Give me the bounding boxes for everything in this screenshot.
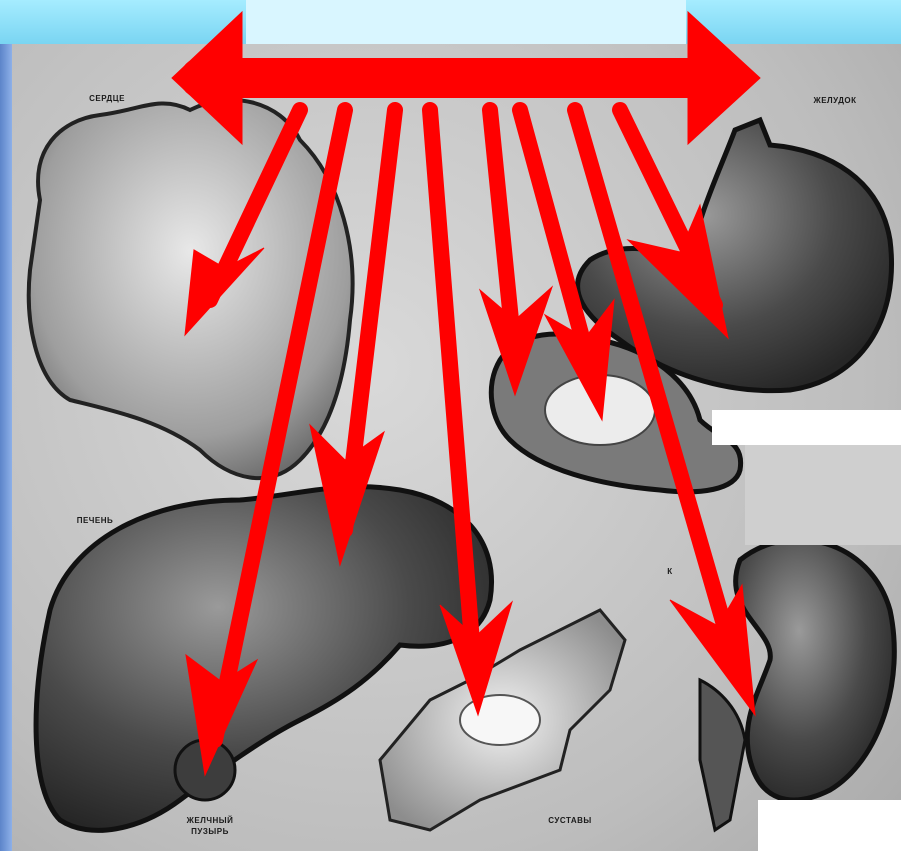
- label-gallbladder-line2: ПУЗЫРЬ: [170, 826, 250, 837]
- label-gallbladder-line1: ЖЕЛЧНЫЙ: [170, 815, 250, 826]
- label-joints: СУСТАВЫ: [520, 815, 620, 826]
- white-overlay-patch-2: [758, 800, 901, 851]
- white-overlay-patch-1: [712, 410, 901, 445]
- joint-cartilage: [460, 695, 540, 745]
- kidney-organ: [736, 540, 895, 800]
- label-liver: ПЕЧЕНЬ: [60, 515, 130, 526]
- label-gallbladder: ЖЕЛЧНЫЙ ПУЗЫРЬ: [170, 815, 250, 837]
- label-stomach: ЖЕЛУДОК: [790, 95, 880, 106]
- ureter: [700, 680, 745, 830]
- background-patch: [745, 445, 901, 545]
- label-kidney-partial: К: [660, 566, 680, 577]
- label-heart: СЕРДЦЕ: [72, 93, 142, 104]
